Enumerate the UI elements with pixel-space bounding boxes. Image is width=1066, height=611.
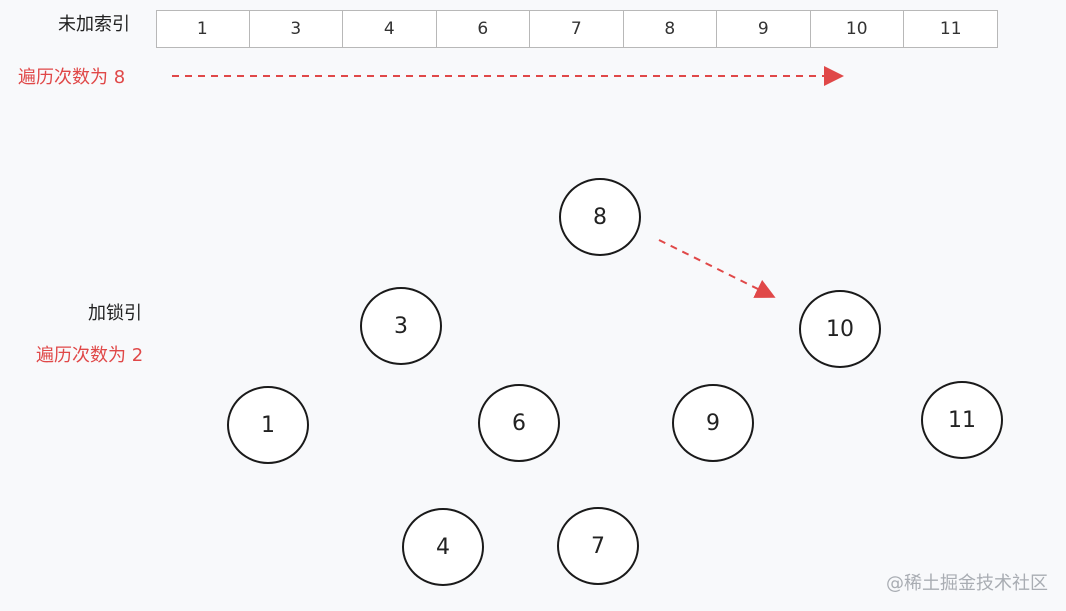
top-traversal-count: 遍历次数为 8: [18, 67, 126, 88]
tree-node-6: 6: [478, 384, 560, 462]
tree-node-7: 7: [557, 507, 639, 585]
array-cell-3: 3: [250, 10, 343, 48]
array-cell-11: 11: [939, 19, 962, 39]
tree-node-9: 9: [672, 384, 754, 462]
bottom-traversal-arrow: [658, 239, 776, 298]
array-cell-8: 8: [624, 10, 717, 48]
tree-node-label: 7: [591, 533, 605, 559]
tree-node-label: 1: [261, 412, 275, 438]
with-index-label: 加锁引: [88, 303, 142, 324]
tree-node-1: 1: [227, 386, 309, 464]
tree-node-3: 3: [360, 287, 442, 365]
tree-node-8: 8: [559, 178, 641, 256]
array-cell-6: 6: [437, 10, 530, 48]
tree-node-10: 10: [799, 290, 881, 368]
tree-node-label: 6: [512, 410, 526, 436]
array-box: [156, 10, 998, 48]
tree-node-label: 10: [826, 316, 854, 342]
array-cell-4: 4: [343, 10, 437, 48]
array-cell-10: 10: [811, 10, 904, 48]
tree-node-label: 9: [706, 410, 720, 436]
tree-node-label: 3: [394, 313, 408, 339]
bottom-traversal-count: 遍历次数为 2: [36, 345, 144, 366]
tree-node-label: 11: [948, 407, 976, 433]
tree-node-label: 8: [593, 204, 607, 230]
tree-node-4: 4: [402, 508, 484, 586]
array-cell-1: 1: [156, 10, 250, 48]
array-cell-9: 9: [717, 10, 811, 48]
watermark-text: @稀土掘金技术社区: [886, 573, 1048, 594]
tree-node-11: 11: [921, 381, 1003, 459]
tree-node-label: 4: [436, 534, 450, 560]
no-index-label: 未加索引: [58, 14, 130, 35]
array-cell-7: 7: [530, 10, 624, 48]
